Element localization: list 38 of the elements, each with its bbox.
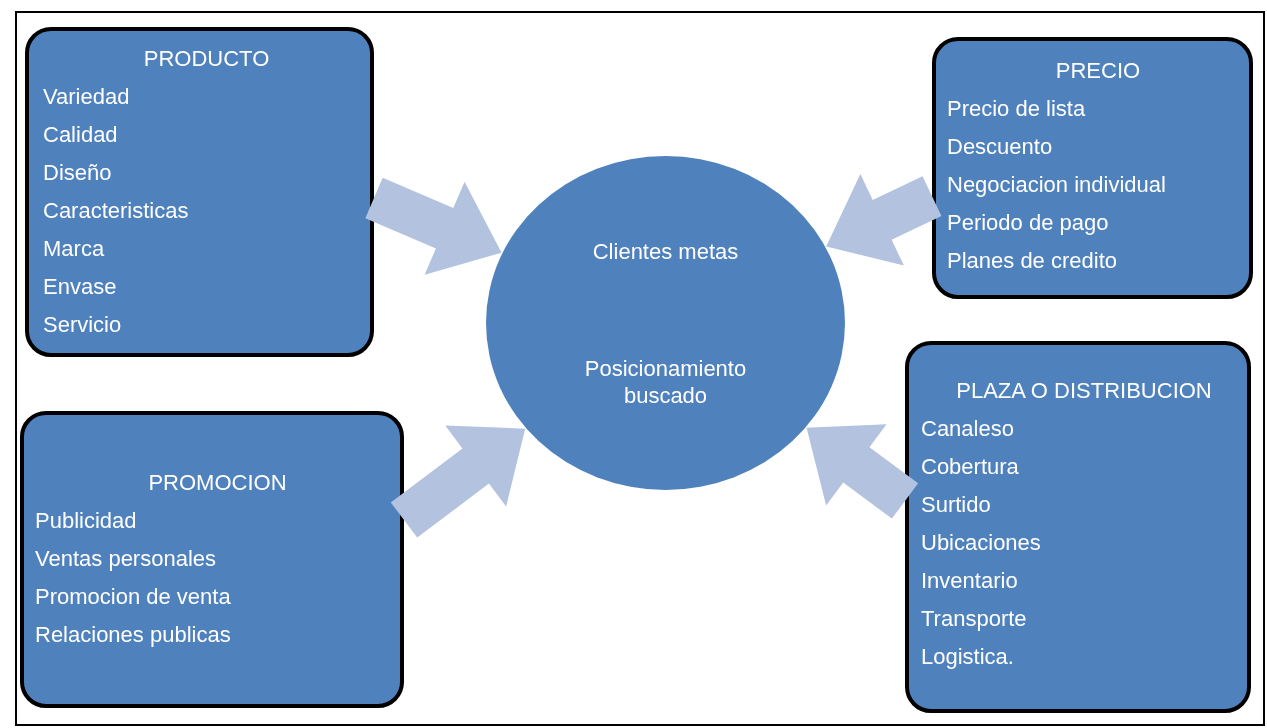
list-item: Surtido	[921, 491, 991, 518]
list-item: Variedad	[43, 83, 130, 110]
category-box	[20, 411, 404, 708]
list-item: Promocion de venta	[35, 583, 231, 610]
circle-text: Posicionamiento buscado	[583, 354, 748, 409]
block-arrow	[390, 425, 526, 538]
list-item: Ventas personales	[35, 545, 217, 572]
list-item: Calidad	[43, 121, 118, 148]
list-item: Canaleso	[921, 415, 1014, 442]
list-item: Planes de credito	[947, 247, 1117, 274]
list-item: Marca	[43, 235, 105, 262]
category-box	[25, 27, 374, 357]
list-item: Publicidad	[35, 507, 137, 534]
list-item: Relaciones publicas	[35, 621, 231, 648]
list-item: Precio de lista	[947, 95, 1086, 122]
category-heading: PROMOCION	[148, 469, 287, 496]
list-item: Logistica.	[921, 643, 1014, 670]
list-item: Inventario	[921, 567, 1018, 594]
list-item: Envase	[43, 273, 117, 300]
list-item: Diseño	[43, 159, 112, 186]
list-item: Ubicaciones	[921, 529, 1041, 556]
block-arrow	[806, 424, 919, 519]
category-heading: PRODUCTO	[143, 45, 270, 72]
list-item: Negociacion individual	[947, 171, 1166, 198]
category-box	[905, 341, 1251, 713]
list-item: Servicio	[43, 311, 122, 338]
list-item: Caracteristicas	[43, 197, 189, 224]
category-heading: PLAZA O DISTRIBUCION	[956, 377, 1212, 404]
list-item: Descuento	[947, 133, 1053, 160]
list-item: Cobertura	[921, 453, 1019, 480]
list-item: Periodo de pago	[947, 209, 1109, 236]
category-box	[932, 37, 1253, 299]
list-item: Transporte	[921, 605, 1027, 632]
block-arrow	[365, 177, 502, 275]
block-arrow	[826, 174, 942, 266]
circle-text: Clientes metas	[591, 237, 740, 265]
category-heading: PRECIO	[1055, 57, 1141, 84]
target-circle	[485, 155, 846, 491]
